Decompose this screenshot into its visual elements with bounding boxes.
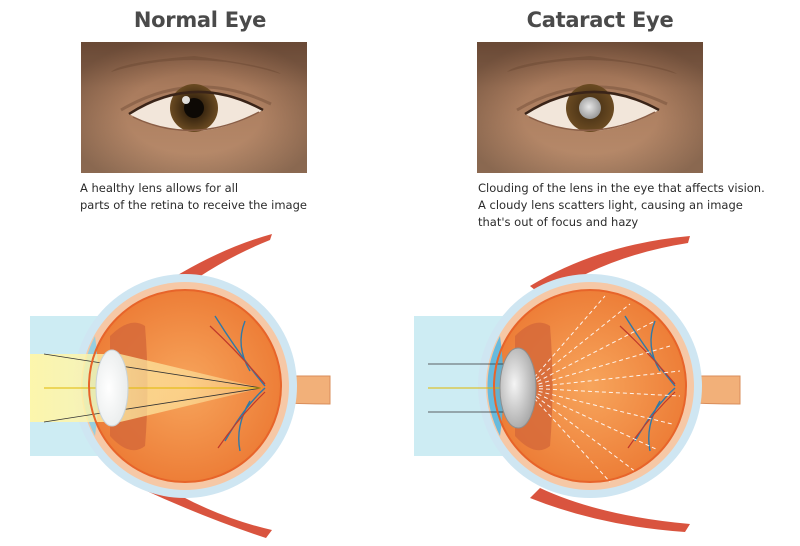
normal-caption-line: parts of the retina to receive the image <box>80 198 307 212</box>
cataract-eye-title: Cataract Eye <box>526 8 674 32</box>
normal-eye-photo <box>81 42 307 173</box>
cataract-caption-line: Clouding of the lens in the eye that aff… <box>478 181 765 195</box>
normal-eye-cross-section <box>0 226 400 546</box>
normal-eye-caption: A healthy lens allows for all parts of t… <box>80 180 307 214</box>
cataract-caption-line: A cloudy lens scatters light, causing an… <box>478 198 743 212</box>
normal-eye-title: Normal Eye <box>133 8 267 32</box>
normal-eye-panel: Normal Eye <box>0 8 400 546</box>
cataract-caption-line: that's out of focus and hazy <box>478 215 639 229</box>
cataract-eye-photo <box>477 42 703 173</box>
cataract-eye-cross-section <box>400 226 800 546</box>
cataract-eye-panel: Cataract Eye <box>400 0 800 546</box>
normal-caption-line: A healthy lens allows for all <box>80 181 239 195</box>
cataract-eye-caption: Clouding of the lens in the eye that aff… <box>478 180 765 231</box>
